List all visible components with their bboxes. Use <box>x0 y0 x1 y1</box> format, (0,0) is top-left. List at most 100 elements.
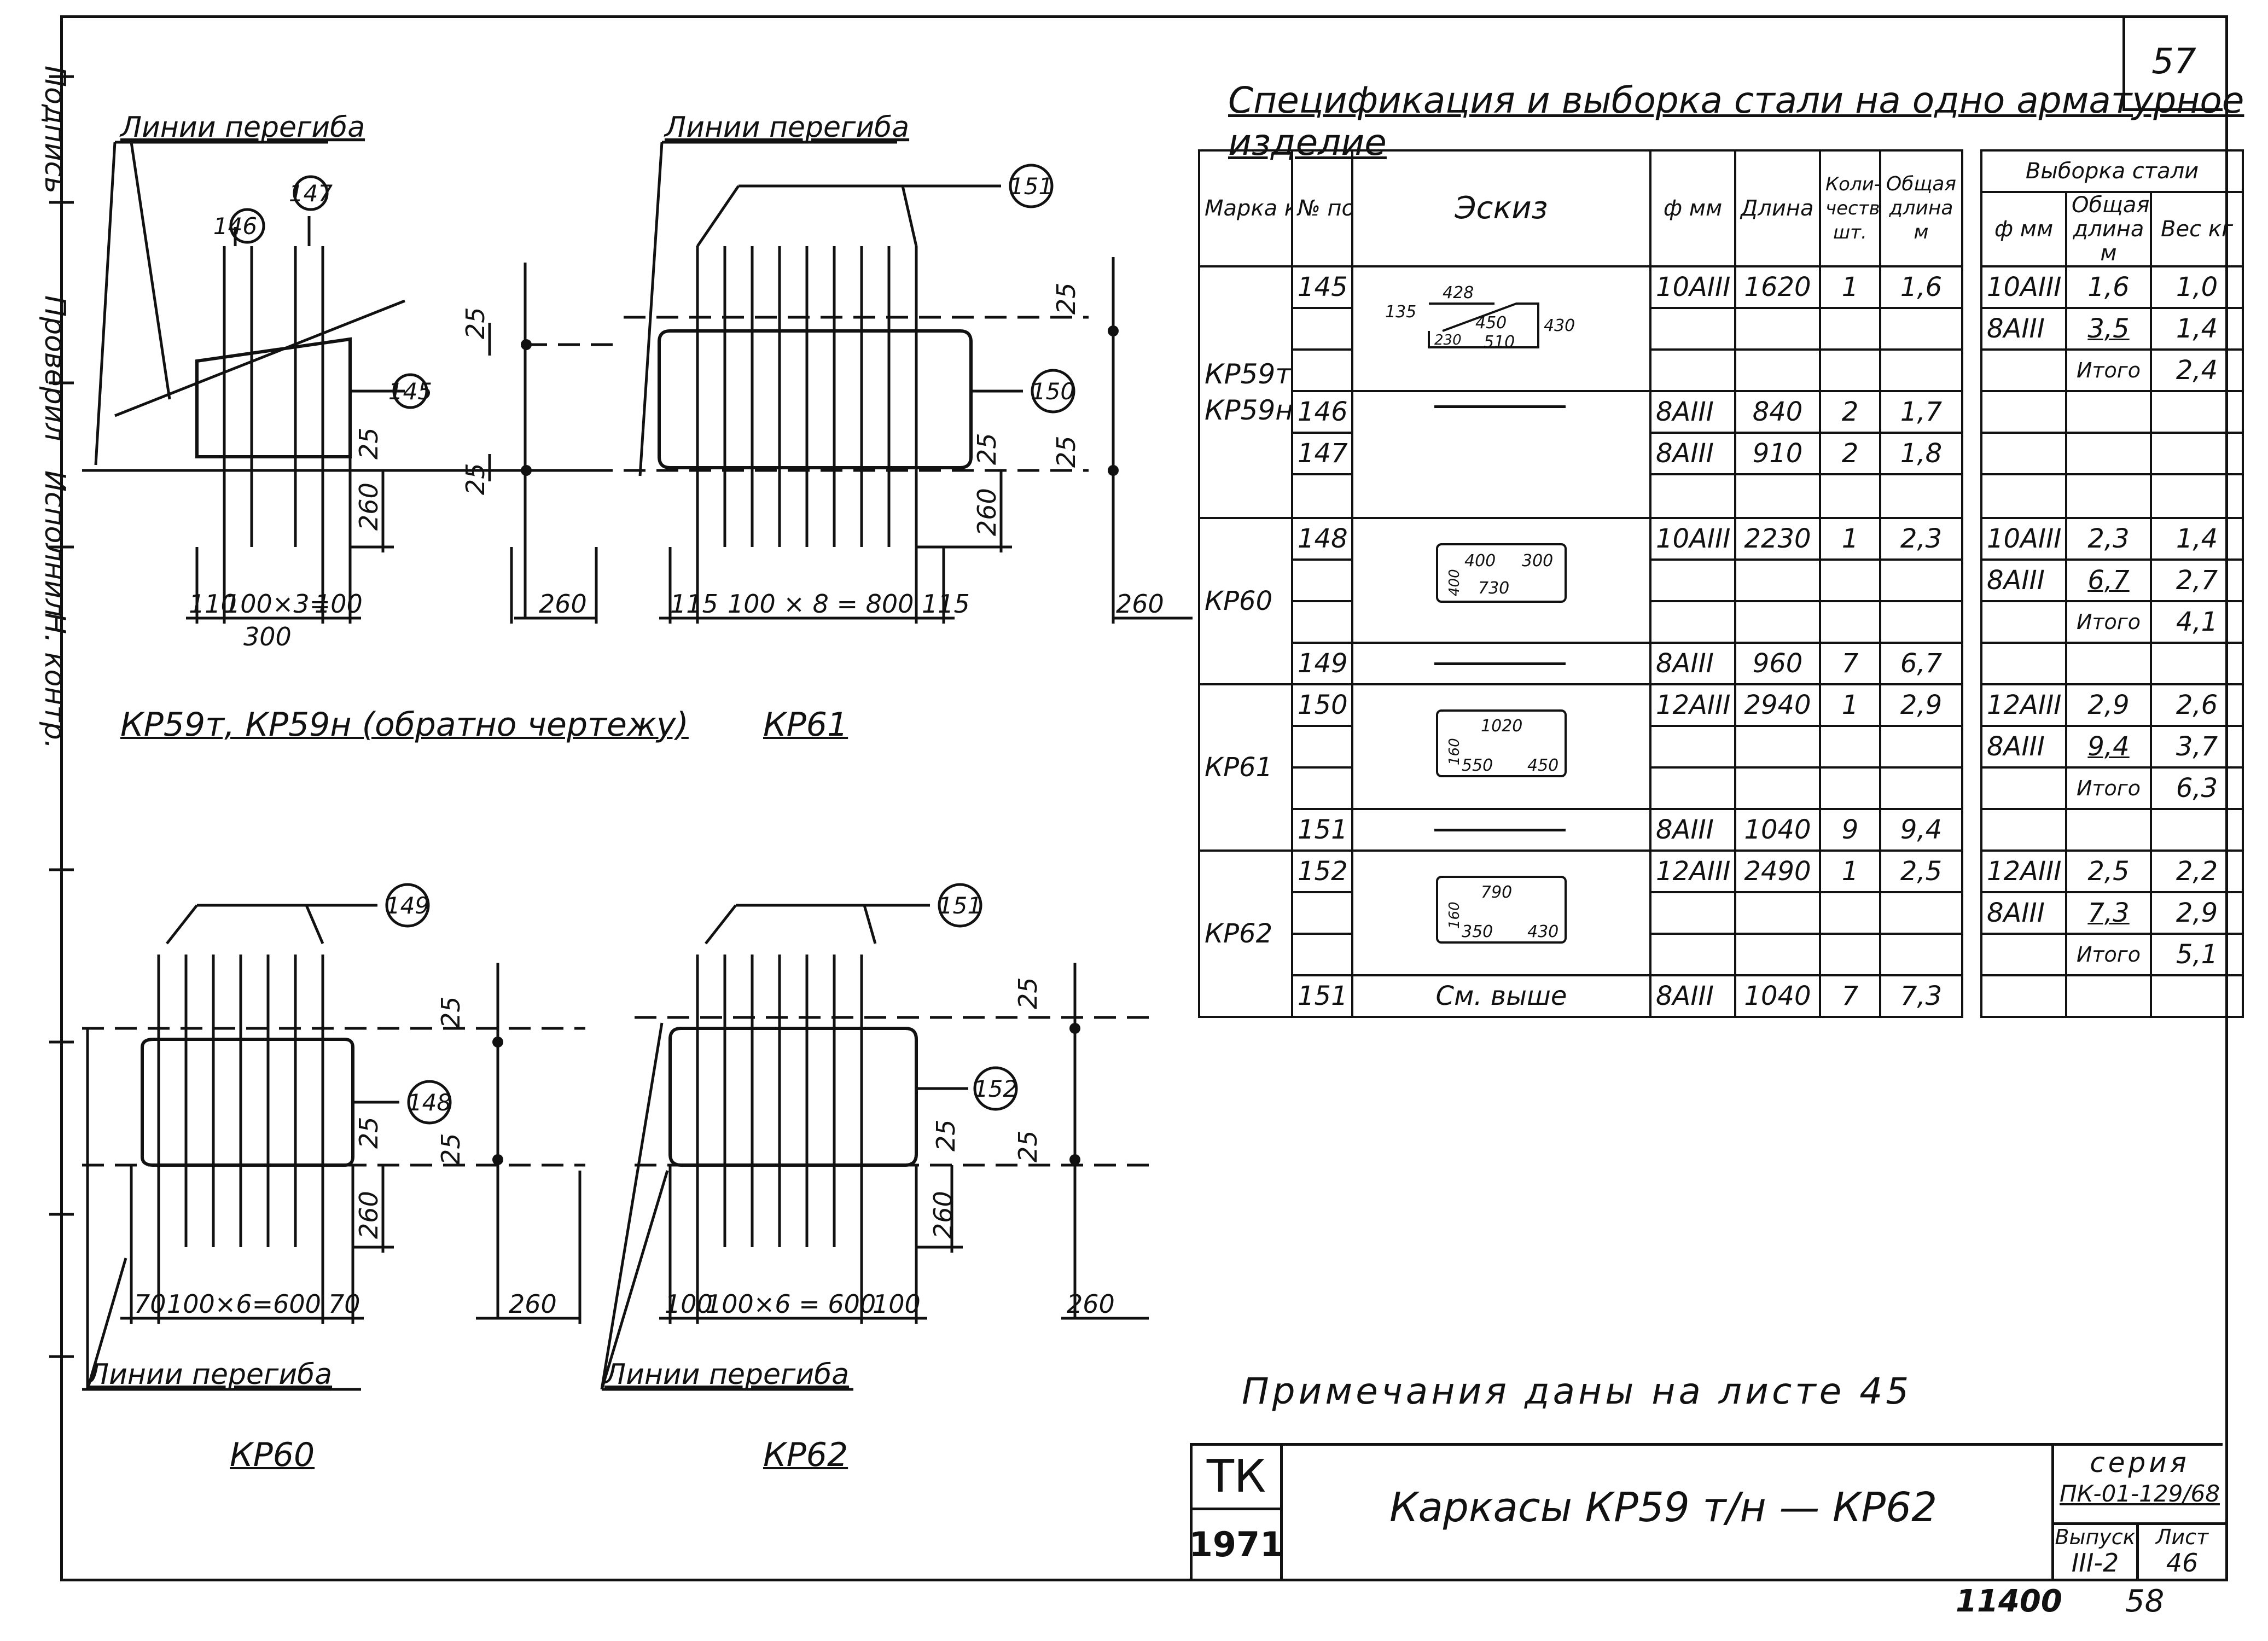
dim-kp60-70a: 70 <box>134 1289 166 1319</box>
dim-kp61-260b: 260 <box>1116 589 1164 619</box>
table-cell: 8AIII <box>1980 558 2067 602</box>
table-row-pos: 152 <box>1291 849 1353 893</box>
table-cell: 8AIII <box>1649 808 1736 852</box>
table-cell: 2,7 <box>2149 558 2244 602</box>
hdr-gap <box>1961 150 1982 266</box>
table-cell: 9 <box>1819 808 1881 852</box>
table-cell: 8AIII <box>1649 390 1736 434</box>
svg-text:430: 430 <box>1544 316 1575 335</box>
series-value: ПК-01-129/68 <box>2060 1480 2220 1507</box>
hdr-sel-total: Общая длина м <box>2065 191 2152 267</box>
table-cell: 1,6 <box>1879 265 1963 309</box>
pos-148: 148 <box>408 1089 451 1116</box>
pos-151-kp61: 151 <box>1009 173 1053 200</box>
dim-kp61-115b: 115 <box>922 589 970 619</box>
dim-kp59-25a: 25 <box>354 427 383 459</box>
title-block: ТК 1971 Каркасы КР59 т/н — КР62 серия ПК… <box>1189 1443 2225 1579</box>
dim-kp59-25b: 25 <box>461 307 490 339</box>
pos-147: 147 <box>289 180 333 207</box>
table-cell: 2,4 <box>2149 348 2244 392</box>
table-cell: 9,4 <box>1879 808 1963 852</box>
table-cell: 6,3 <box>2149 766 2244 810</box>
svg-text:1020: 1020 <box>1481 717 1522 736</box>
table-cell: 960 <box>1734 642 1821 685</box>
svg-text:550: 550 <box>1462 756 1493 775</box>
svg-text:430: 430 <box>1527 922 1558 941</box>
dim-kp62-25a: 25 <box>1013 977 1043 1009</box>
sketch-148: 400 300 400 730 <box>1351 517 1651 644</box>
mark-kp62: КР62 <box>1198 849 1293 1018</box>
table-cell: 12AIII <box>1649 849 1736 893</box>
table-row-pos: 145 <box>1291 265 1353 309</box>
dim-kp59-100x3: 100×3= <box>224 589 330 619</box>
sketch-149 <box>1351 642 1651 685</box>
table-cell: 8AIII <box>1649 642 1736 685</box>
pos-145: 145 <box>388 378 432 405</box>
table-cell: 10AIII <box>1649 517 1736 561</box>
table-cell: 2490 <box>1734 849 1821 893</box>
table-cell: 1,6 <box>2065 265 2152 309</box>
caption-kp59: КР59т, КР59н (обратно чертежу) <box>120 706 689 744</box>
svg-text:300: 300 <box>1522 551 1553 571</box>
svg-text:230: 230 <box>1434 332 1462 348</box>
dim-kp59-100: 100 <box>315 589 363 619</box>
table-cell: 2,9 <box>2149 891 2244 935</box>
table-cell: 2230 <box>1734 517 1821 561</box>
table-cell: 2940 <box>1734 683 1821 727</box>
table-cell: 6,7 <box>2065 558 2152 602</box>
table-cell: 2,5 <box>2065 849 2152 893</box>
table-cell: 4,1 <box>2149 600 2244 644</box>
dim-kp60-25c: 25 <box>436 1133 466 1165</box>
dim-kp60-260b: 260 <box>509 1289 557 1319</box>
hdr-total-len: Общая длина м <box>1879 149 1963 267</box>
table-cell: 12AIII <box>1980 683 2067 727</box>
dim-kp62-260b: 260 <box>1067 1289 1115 1319</box>
dim-kp60-span: 100×6=600 <box>167 1289 321 1319</box>
table-cell: 2,9 <box>1879 683 1963 727</box>
dim-kp59-25c: 25 <box>461 463 490 495</box>
table-cell: 3,5 <box>2065 307 2152 351</box>
pos-149: 149 <box>386 892 429 919</box>
series-label: серия <box>2090 1447 2190 1479</box>
bend-label-kp61: Линии перегиба <box>664 111 909 144</box>
table-cell: 1,4 <box>2149 517 2244 561</box>
table-cell: 1,0 <box>2149 265 2244 309</box>
table-cell: 1 <box>1819 265 1881 309</box>
svg-text:350: 350 <box>1462 922 1493 941</box>
table-cell: 2,3 <box>1879 517 1963 561</box>
table-cell: Итого <box>2065 933 2152 976</box>
sheet-title: Каркасы КР59 т/н — КР62 <box>1389 1484 1938 1531</box>
dim-kp62-100b: 100 <box>873 1289 921 1319</box>
svg-text:450: 450 <box>1475 313 1507 333</box>
pos-151-kp62: 151 <box>938 892 982 919</box>
dim-kp62-25c: 25 <box>1013 1130 1043 1162</box>
table-cell: 12AIII <box>1649 683 1736 727</box>
mark-kp61: КР61 <box>1198 683 1293 852</box>
sketch-150: 1020 160 550 450 <box>1351 683 1651 810</box>
sketch-152: 790 160 350 430 <box>1351 849 1651 976</box>
pos-150: 150 <box>1031 378 1075 405</box>
archive-code: 11400 <box>1956 1584 2062 1619</box>
hdr-dia: ф мм <box>1649 149 1736 267</box>
table-cell: 7,3 <box>1879 974 1963 1018</box>
hdr-length: Длина мм <box>1734 149 1821 267</box>
dim-kp62-260a: 260 <box>928 1191 958 1239</box>
dim-kp61-25c: 25 <box>1051 435 1081 468</box>
dim-kp60-260a: 260 <box>354 1191 383 1239</box>
svg-text:790: 790 <box>1481 883 1512 902</box>
table-cell: 2,5 <box>1879 849 1963 893</box>
table-cell: 8AIII <box>1980 307 2067 351</box>
table-cell: 1,4 <box>2149 307 2244 351</box>
archive-number: 58 <box>2125 1584 2165 1619</box>
svg-text:400: 400 <box>1464 551 1496 571</box>
table-cell: 8AIII <box>1649 432 1736 475</box>
table-cell: 9,4 <box>2065 725 2152 769</box>
issue-label: Выпуск <box>2055 1525 2136 1549</box>
dim-kp62-span: 100×6 = 600 <box>706 1289 876 1319</box>
table-cell: 2 <box>1819 390 1881 434</box>
bend-label-kp59: Линии перегиба <box>119 111 365 144</box>
table-cell: 1,7 <box>1879 390 1963 434</box>
issue-value: III-2 <box>2071 1548 2119 1578</box>
table-cell: Итого <box>2065 348 2152 392</box>
hdr-qty: Коли- чество шт. <box>1819 149 1881 267</box>
